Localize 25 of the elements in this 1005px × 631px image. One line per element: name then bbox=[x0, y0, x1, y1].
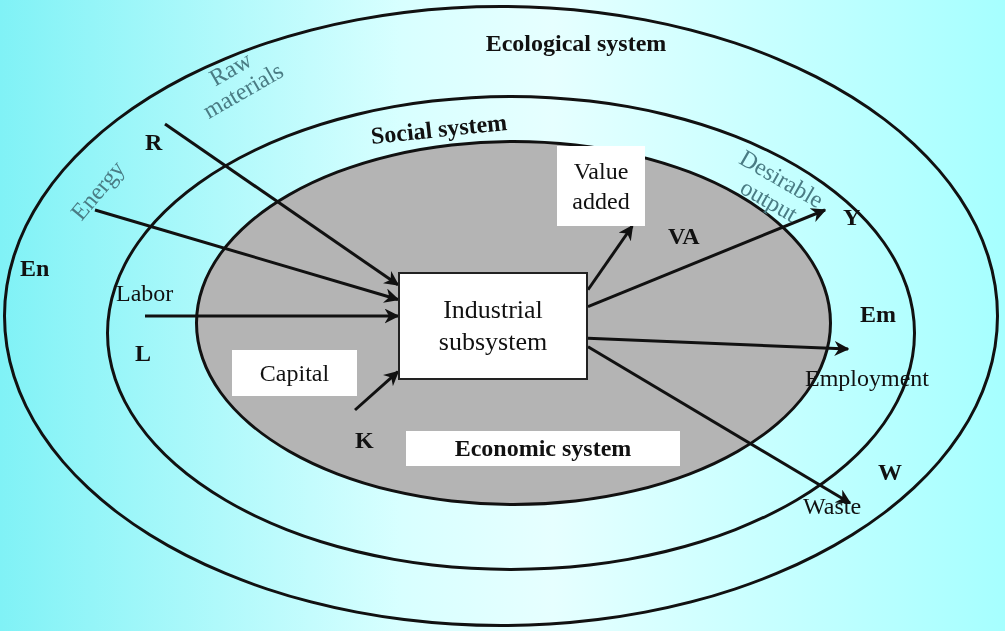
flow-label: Waste bbox=[803, 494, 869, 520]
symbol-label: En bbox=[20, 256, 51, 282]
ecological-system-ellipse bbox=[3, 5, 999, 627]
system-label-box: Economic system bbox=[406, 431, 680, 466]
text-box: Value added bbox=[557, 146, 645, 226]
arrow bbox=[587, 208, 827, 308]
arrow bbox=[354, 370, 400, 412]
arrow bbox=[586, 224, 634, 291]
symbol-label: L bbox=[135, 341, 152, 367]
symbol-label: Y bbox=[843, 205, 862, 231]
process-box: Industrial subsystem bbox=[398, 272, 588, 380]
system-label: Social system bbox=[368, 107, 510, 152]
symbol-label: K bbox=[355, 428, 377, 454]
symbol-label: VA bbox=[668, 224, 701, 250]
arrow bbox=[587, 336, 850, 356]
arrow bbox=[587, 345, 852, 505]
arrow bbox=[145, 308, 400, 324]
arrow bbox=[94, 208, 400, 303]
symbol-label: R bbox=[145, 130, 164, 156]
system-label: Ecological system bbox=[484, 30, 668, 57]
flow-label: Labor bbox=[116, 281, 178, 307]
arrow bbox=[164, 122, 400, 287]
text-box: Capital bbox=[232, 350, 357, 396]
symbol-label: Em bbox=[860, 302, 897, 328]
symbol-label: W bbox=[878, 460, 903, 486]
